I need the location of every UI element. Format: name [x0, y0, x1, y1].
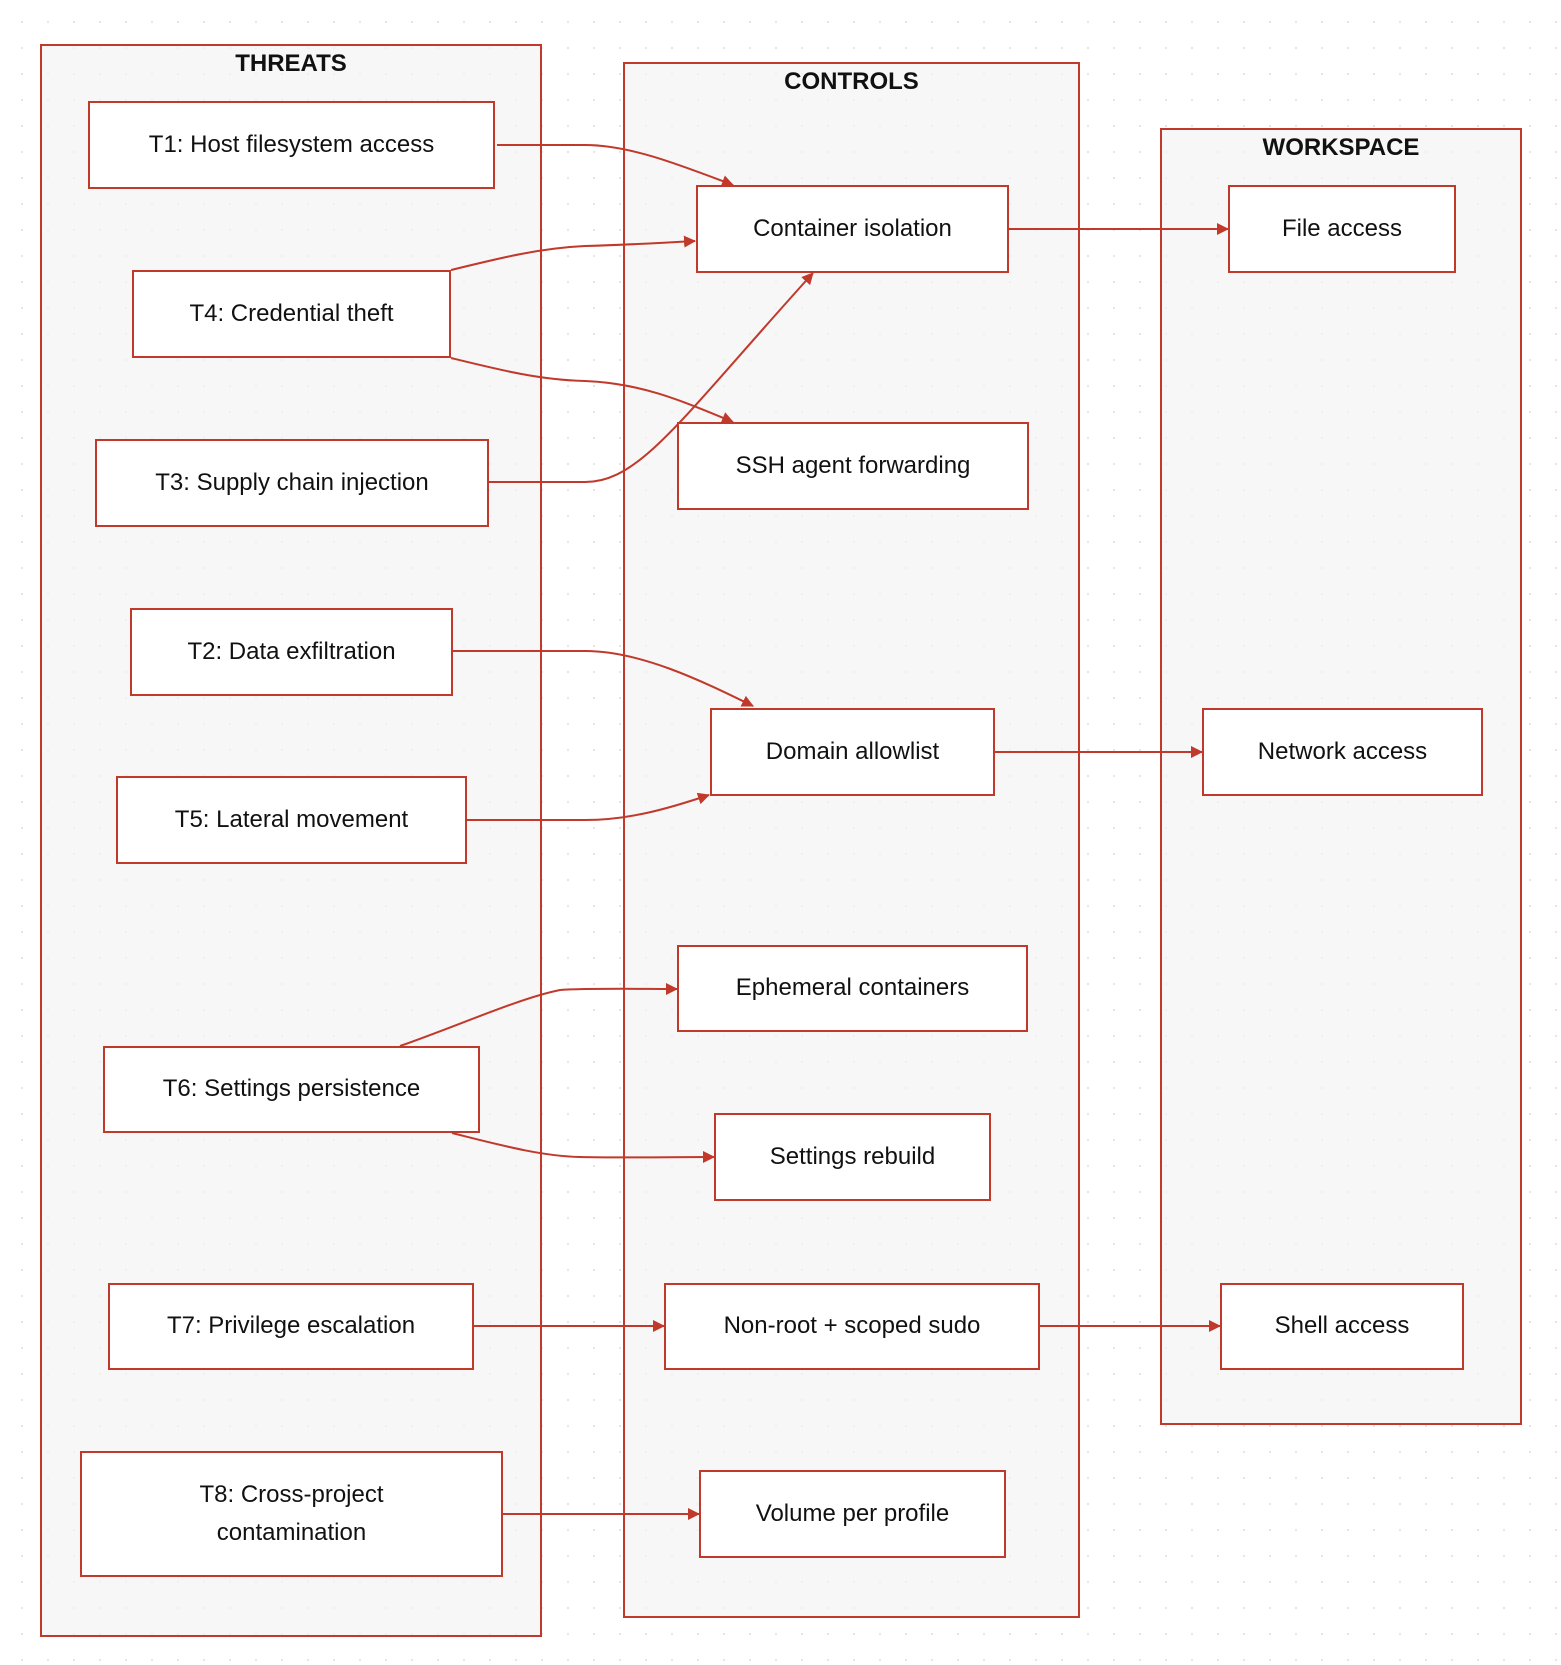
control-node-container-isolation[interactable]: Container isolation: [696, 185, 1009, 273]
threat-node-t8[interactable]: T8: Cross-project contamination: [80, 1451, 503, 1577]
threat-node-t5[interactable]: T5: Lateral movement: [116, 776, 467, 864]
workspace-node-file-access[interactable]: File access: [1228, 185, 1456, 273]
control-node-domain-allowlist[interactable]: Domain allowlist: [710, 708, 995, 796]
control-node-ssh-agent-forwarding[interactable]: SSH agent forwarding: [677, 422, 1029, 510]
controls-group-title: CONTROLS: [784, 68, 919, 95]
threat-node-t6[interactable]: T6: Settings persistence: [103, 1046, 480, 1133]
threat-node-t1[interactable]: T1: Host filesystem access: [88, 101, 495, 189]
workspace-node-shell-access[interactable]: Shell access: [1220, 1283, 1464, 1370]
threat-node-t2[interactable]: T2: Data exfiltration: [130, 608, 453, 696]
threat-node-t4[interactable]: T4: Credential theft: [132, 270, 451, 358]
threat-node-t3[interactable]: T3: Supply chain injection: [95, 439, 489, 527]
control-node-nonroot-scoped-sudo[interactable]: Non-root + scoped sudo: [664, 1283, 1040, 1370]
threat-node-t7[interactable]: T7: Privilege escalation: [108, 1283, 474, 1370]
workspace-node-network-access[interactable]: Network access: [1202, 708, 1483, 796]
control-node-volume-per-profile[interactable]: Volume per profile: [699, 1470, 1006, 1558]
edge-t6-ephemeral: [399, 982, 678, 1047]
control-node-ephemeral-containers[interactable]: Ephemeral containers: [677, 945, 1028, 1032]
edge-t4-container-isolation: [450, 235, 696, 271]
edge-t2-domain-allowlist: [453, 650, 754, 707]
edge-t1-container-isolation: [497, 144, 734, 187]
edge-t3-container-isolation: [489, 272, 814, 483]
workspace-group-title: WORKSPACE: [1262, 134, 1420, 161]
control-node-settings-rebuild[interactable]: Settings rebuild: [714, 1113, 991, 1201]
edge-t6-settings-rebuild: [451, 1132, 715, 1164]
edge-t5-domain-allowlist: [467, 792, 710, 821]
threats-group-title: THREATS: [235, 50, 347, 77]
edge-t4-ssh-agent: [450, 357, 734, 424]
